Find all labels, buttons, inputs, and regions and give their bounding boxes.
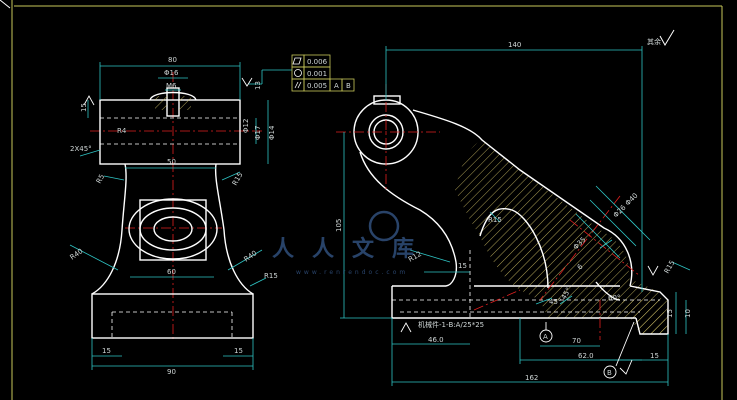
front-dimension-lines — [69, 62, 292, 370]
dim-radius-5: R5 — [95, 173, 107, 185]
dim-length-162: 162 — [525, 374, 538, 382]
dim-radius-15-inner: R15 — [488, 216, 502, 224]
watermark: 人人文库 www.renrendoc.com — [272, 210, 432, 276]
drawing-frame — [11, 0, 723, 400]
corner-mark — [0, 0, 11, 9]
dim-radius-15-outer: R15 — [663, 259, 677, 275]
dim-6: 6 — [576, 262, 585, 271]
front-outline — [91, 87, 254, 339]
dim-height-15-side: 15 — [666, 309, 674, 318]
roughness-note: 其余 — [647, 37, 661, 46]
dim-length-70: 70 — [572, 337, 581, 345]
dim-radius-40-right: R40 — [243, 249, 259, 263]
side-centerlines — [336, 84, 641, 340]
dim-width-80: 80 — [168, 56, 177, 64]
tolerance-value-2: 0.001 — [307, 70, 327, 78]
datum-markers — [400, 265, 659, 379]
tolerance-frames: 0.006 0.001 0.005 A B — [291, 54, 355, 92]
roughness-symbol — [659, 29, 675, 46]
dim-angle-60: 60° — [608, 294, 620, 302]
dim-dia-16: Φ16 — [164, 69, 179, 77]
watermark-title: 人人文库 — [272, 236, 432, 262]
tolerance-datum-b: B — [346, 82, 351, 90]
dim-length-46: 46.0 — [428, 336, 444, 344]
side-hidden-lines — [392, 250, 660, 318]
tolerance-value-1: 0.006 — [307, 58, 328, 66]
dim-dia-17: Φ17 — [254, 126, 262, 140]
dim-dia-26: Φ26 — [612, 203, 628, 219]
dim-10: 10 — [684, 309, 692, 318]
dim-length-140: 140 — [508, 41, 521, 49]
dim-radius-40-left: R40 — [69, 247, 85, 261]
dim-base-15-right: 15 — [234, 347, 243, 355]
front-slot-hatch-right — [179, 96, 191, 110]
dim-15-small: 15 — [458, 262, 467, 270]
dim-angle-45-a: 45° — [549, 298, 561, 306]
dim-height-15: 15 — [80, 103, 88, 112]
dim-radius-15-low: R15 — [264, 272, 278, 280]
datum-label-b: B — [607, 369, 612, 377]
dim-width-60: 60 — [167, 268, 176, 276]
watermark-url: www.renrendoc.com — [296, 269, 408, 276]
dim-radius-4: R4 — [117, 127, 127, 135]
dim-width-50: 50 — [167, 158, 176, 166]
dim-height-13: 13 — [254, 81, 262, 90]
front-centerlines — [90, 72, 262, 340]
section-note: 机械件-1-B:A/25*25 — [418, 320, 484, 329]
dim-dia-12: Φ12 — [242, 119, 250, 133]
dim-radius-15-neck: R15 — [231, 171, 245, 187]
dim-thread-m6: M6 — [166, 82, 177, 90]
watermark-logo — [368, 210, 400, 242]
tolerance-value-3: 0.005 — [307, 82, 327, 90]
front-hidden-lines — [100, 117, 240, 338]
dim-dia-14: Φ14 — [268, 125, 276, 140]
dim-length-15-bottom: 15 — [650, 352, 659, 360]
dim-height-105: 105 — [335, 219, 343, 232]
tolerance-datum-a: A — [334, 82, 339, 90]
dim-width-90: 90 — [167, 368, 176, 376]
dim-chamfer: 2X45° — [70, 145, 92, 153]
dim-dia-40: Φ40 — [624, 192, 640, 208]
side-dimension-lines — [340, 46, 691, 386]
front-roughness-marks — [83, 77, 253, 106]
tolerance-symbols — [292, 57, 302, 89]
front-view: 80 Φ16 M6 Φ12 50 60 90 15 15 R4 R40 R40 … — [69, 56, 292, 376]
dim-base-15-left: 15 — [102, 347, 111, 355]
front-slot-hatch — [155, 96, 167, 110]
side-view: 140 105 162 62.0 46.0 70 15 15 R12 R15 R… — [335, 41, 692, 386]
datum-label-a: A — [543, 333, 548, 341]
side-base-hatch — [620, 300, 668, 334]
dim-length-62: 62.0 — [578, 352, 594, 360]
